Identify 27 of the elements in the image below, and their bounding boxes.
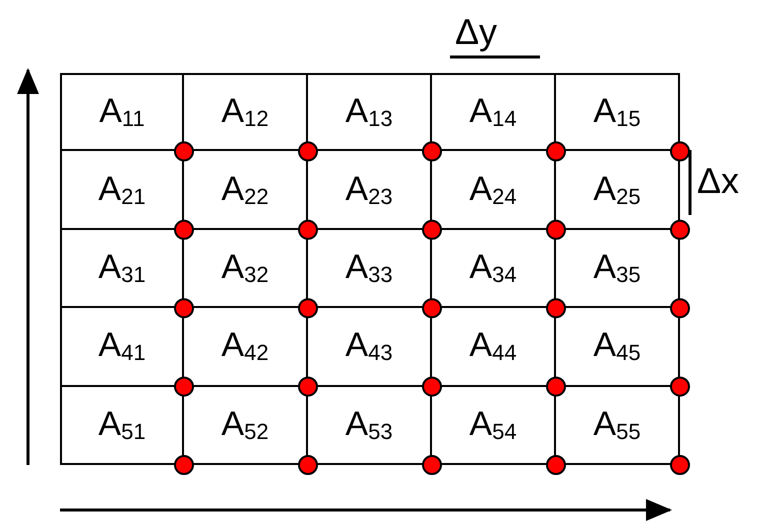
dimension-label: Δy: [455, 14, 498, 50]
cell-label: A$_{42}$: [221, 326, 269, 366]
cell-label: A$_{13}$: [345, 92, 393, 132]
cell-label: A$_{14}$: [469, 92, 517, 132]
cell-label: A$_{25}$: [593, 170, 641, 210]
cell-label: A$_{21}$: [98, 170, 146, 210]
cell-label: A$_{34}$: [469, 248, 517, 288]
cell-label: A$_{41}$: [98, 326, 146, 366]
cell-label: A$_{24}$: [469, 170, 517, 210]
cell-label: A$_{35}$: [593, 248, 641, 288]
cell-label: A$_{53}$: [345, 404, 393, 445]
cell-label: A$_{23}$: [345, 170, 393, 210]
cell-label: A$_{32}$: [221, 248, 269, 288]
cell-label: A$_{54}$: [469, 404, 517, 445]
cell-label: A$_{31}$: [98, 248, 146, 288]
cell-label: A$_{22}$: [221, 170, 269, 210]
cell-label: A$_{45}$: [593, 326, 641, 366]
cell-label: A$_{52}$: [221, 404, 269, 445]
cell-label: A$_{43}$: [345, 326, 393, 366]
dimension-label: Δx: [697, 163, 740, 199]
cell-label: A$_{15}$: [593, 92, 641, 132]
cell-label: A$_{33}$: [345, 248, 393, 288]
cell-label: A$_{12}$: [221, 92, 269, 132]
cell-label: A$_{11}$: [99, 92, 145, 132]
cell-label: A$_{44}$: [469, 326, 517, 366]
cell-label: A$_{55}$: [593, 404, 641, 445]
cell-label: A$_{51}$: [98, 404, 146, 445]
